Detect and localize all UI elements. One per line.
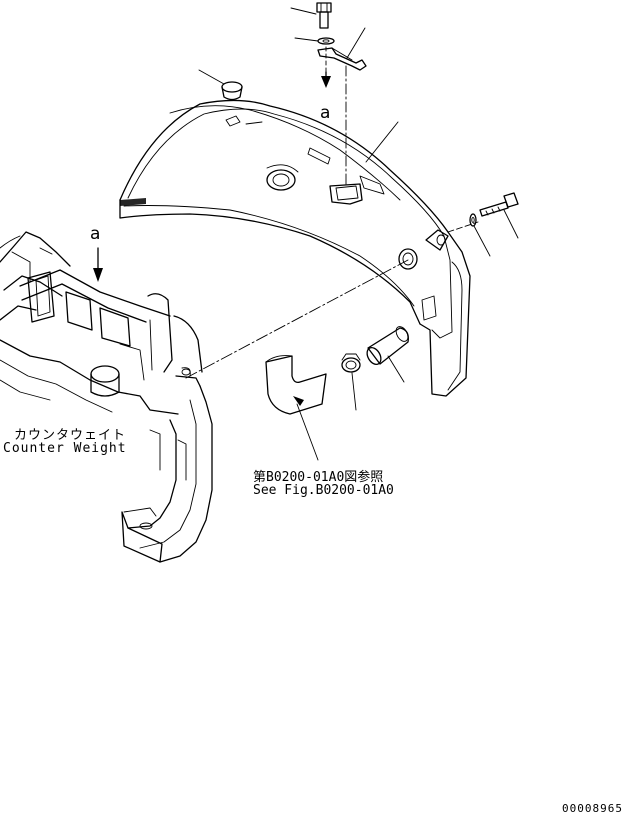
clamp <box>317 47 367 71</box>
leader-grommet <box>198 69 225 85</box>
hose-clamp <box>341 353 361 373</box>
callout-arrow-left <box>93 247 103 282</box>
counterweight-label-en: Counter Weight <box>3 441 127 456</box>
reference-label-en: See Fig.B0200-01A0 <box>253 483 394 498</box>
bolt-right <box>479 192 519 217</box>
washer-top <box>317 37 335 45</box>
counterweight-cover <box>119 99 471 397</box>
callout-a-top: a <box>320 103 331 123</box>
callout-arrow-top <box>321 46 331 88</box>
leader-washer-top <box>294 37 319 42</box>
leader-hose-elbow <box>296 403 319 461</box>
counterweight-label-jp: カウンタウェイト <box>14 428 127 443</box>
leader-bolt-right <box>503 209 519 239</box>
hose-elbow <box>265 355 327 415</box>
leader-cover <box>365 121 399 163</box>
reference-label-jp: 第B0200-01A0図参照 <box>253 470 384 485</box>
counterweight-body <box>0 231 213 563</box>
hose-straight <box>366 326 409 366</box>
leader-bolt-top <box>290 7 317 15</box>
grommet <box>221 81 243 101</box>
drawing-code: 00008965 <box>562 802 623 815</box>
leader-hose-clamp <box>351 372 357 411</box>
callout-a-left: a <box>90 224 101 244</box>
leader-washer-right <box>473 225 491 257</box>
leader-hose-straight <box>387 355 405 383</box>
bolt-top <box>316 2 332 29</box>
assembly-line <box>185 259 409 379</box>
axis-bolt-right <box>447 221 479 233</box>
leader-clamp <box>346 27 366 59</box>
leader-hose-elbow-arrowhead <box>293 396 304 406</box>
washer-right <box>469 213 477 227</box>
